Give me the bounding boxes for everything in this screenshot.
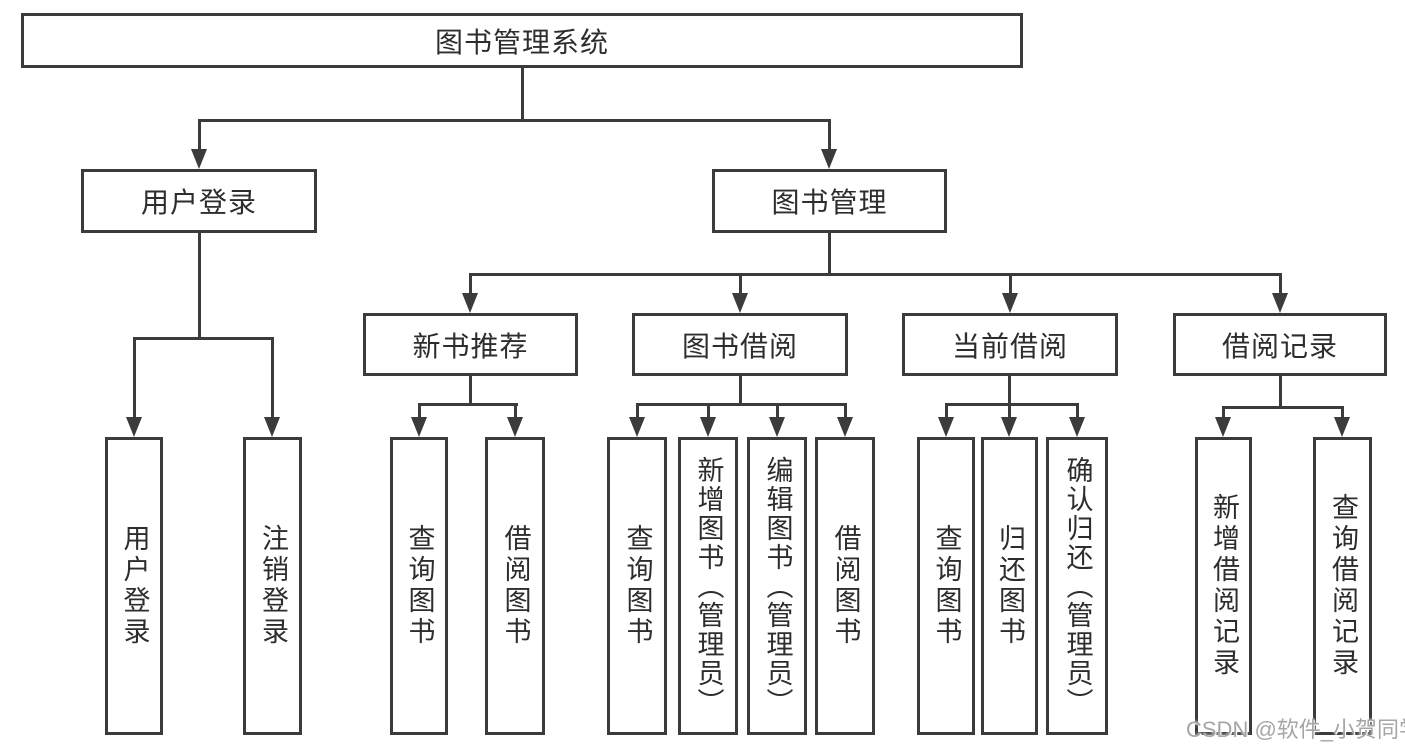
connector-line — [739, 273, 742, 297]
arrow-down — [126, 417, 142, 437]
arrow-down — [1334, 417, 1350, 437]
arrow-down — [1001, 417, 1017, 437]
node-borrow-records: 借阅记录 — [1173, 313, 1387, 376]
leaf-confirm-return-admin: 确认归还（管理员） — [1046, 437, 1108, 735]
arrow-down — [629, 417, 645, 437]
arrow-down — [732, 293, 748, 313]
connector-line — [1341, 406, 1344, 421]
leaf-add-borrow-record: 新增借阅记录 — [1195, 437, 1252, 735]
connector-line — [828, 233, 831, 275]
arrow-down — [821, 149, 837, 169]
leaf-query-borrow-record: 查询借阅记录 — [1313, 437, 1372, 735]
connector-line — [133, 337, 136, 421]
arrow-down — [837, 417, 853, 437]
connector-line — [418, 403, 518, 406]
arrow-down — [462, 293, 478, 313]
leaf-return-books: 归还图书 — [981, 437, 1038, 735]
connector-line — [418, 403, 421, 421]
connector-line — [945, 403, 948, 421]
leaf-borrow-books: 借阅图书 — [815, 437, 875, 735]
connector-line — [133, 337, 274, 340]
arrow-down — [507, 417, 523, 437]
connector-line — [1008, 374, 1011, 406]
connector-line — [469, 376, 472, 406]
arrow-down — [1215, 417, 1231, 437]
arrow-down — [191, 149, 207, 169]
connector-line — [776, 403, 779, 421]
arrow-down — [1069, 417, 1085, 437]
connector-line — [198, 119, 831, 122]
node-new-book-recommend: 新书推荐 — [363, 313, 578, 376]
node-root: 图书管理系统 — [21, 13, 1023, 68]
connector-line — [1008, 403, 1011, 421]
connector-line — [469, 273, 1282, 276]
connector-line — [271, 337, 274, 421]
connector-line — [945, 403, 1079, 406]
connector-line — [469, 273, 472, 297]
arrow-down — [411, 417, 427, 437]
node-book-management: 图书管理 — [712, 169, 947, 233]
connector-line — [1222, 406, 1225, 421]
connector-line — [1009, 273, 1012, 297]
connector-line — [739, 375, 742, 406]
arrow-down — [1002, 293, 1018, 313]
connector-line — [1076, 403, 1079, 421]
leaf-logout: 注销登录 — [243, 437, 302, 735]
leaf-borrow-books-recommend: 借阅图书 — [485, 437, 545, 735]
connector-line — [707, 403, 710, 421]
connector-line — [1222, 406, 1344, 409]
leaf-edit-books-admin: 编辑图书（管理员） — [747, 437, 807, 735]
connector-line — [828, 119, 831, 153]
connector-line — [636, 403, 847, 406]
arrow-down — [700, 417, 716, 437]
arrow-down — [938, 417, 954, 437]
connector-line — [636, 403, 639, 421]
connector-line — [521, 68, 524, 121]
connector-line — [198, 233, 201, 339]
connector-line — [514, 403, 517, 421]
connector-line — [844, 403, 847, 421]
leaf-user-login: 用户登录 — [105, 437, 163, 735]
arrow-down — [264, 417, 280, 437]
leaf-query-books-recommend: 查询图书 — [390, 437, 448, 735]
connector-line — [198, 119, 201, 153]
connector-line — [1279, 376, 1282, 409]
leaf-add-books-admin: 新增图书（管理员） — [678, 437, 738, 735]
connector-line — [1279, 273, 1282, 297]
arrow-down — [769, 417, 785, 437]
node-book-borrow: 图书借阅 — [632, 313, 848, 376]
leaf-query-books-borrow: 查询图书 — [607, 437, 667, 735]
watermark: CSDN @软件_小贺同学 — [1186, 717, 1405, 742]
node-user-login: 用户登录 — [81, 169, 317, 233]
arrow-down — [1272, 293, 1288, 313]
leaf-query-books-current: 查询图书 — [917, 437, 975, 735]
node-current-borrow: 当前借阅 — [902, 313, 1118, 376]
